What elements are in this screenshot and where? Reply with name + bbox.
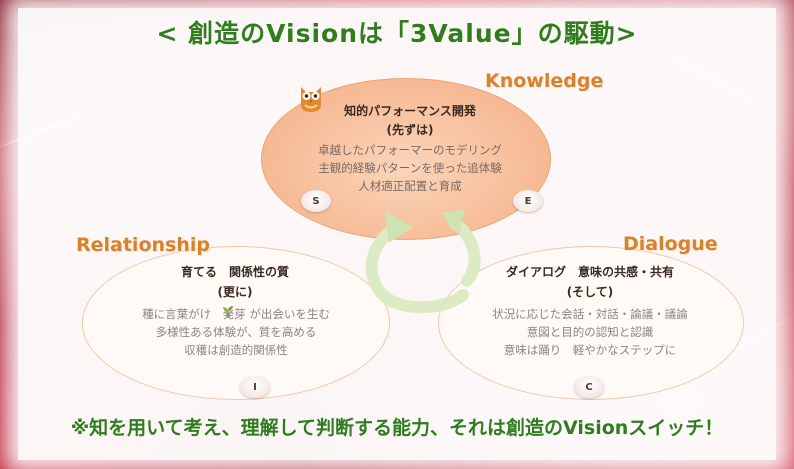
knowledge-heading: 知的パフォーマンス開発 xyxy=(344,104,476,118)
relationship-line: 種に言葉がけ 発芽 が出会いを生む xyxy=(142,307,330,321)
badge-c: C xyxy=(574,376,604,398)
knowledge-line: 卓越したパフォーマーのモデリング xyxy=(318,143,502,157)
dialogue-line: 意味は踊り 軽やかなステップに xyxy=(503,343,677,357)
relationship-label: Relationship xyxy=(76,234,210,256)
dialogue-line: 意図と目的の認知と認識 xyxy=(526,325,654,339)
dialogue-subheading: (そして) xyxy=(566,285,614,299)
knowledge-label: Knowledge xyxy=(485,70,604,92)
relationship-subheading: (更に) xyxy=(217,285,253,299)
page-title: < 創造のVisionは「3Value」の駆動> xyxy=(156,19,638,48)
relationship-heading: 育てる 関係性の質 xyxy=(180,265,289,279)
relationship-ellipse xyxy=(82,246,390,400)
dialogue-heading: ダイアログ 意味の共感・共有 xyxy=(505,265,674,279)
dialogue-label: Dialogue xyxy=(623,233,718,255)
knowledge-line: 人材適正配置と育成 xyxy=(358,179,462,193)
dialogue-ellipse xyxy=(438,246,744,400)
footer-note: ※知を用いて考え、理解して判断する能力、それは創造のVisionスイッチ！ xyxy=(70,417,724,439)
badge-s: S xyxy=(301,190,331,212)
badge-e: E xyxy=(513,190,543,212)
knowledge-line: 主観的経験パターンを使った追体験 xyxy=(318,161,502,175)
dialogue-line: 状況に応じた会話・対話・論議・議論 xyxy=(492,307,688,321)
relationship-line: 収穫は創造的関係性 xyxy=(184,343,288,357)
sprout-icon xyxy=(223,306,233,318)
owl-icon xyxy=(301,87,321,112)
badge-i: I xyxy=(240,376,270,398)
cycle-arrows-icon xyxy=(365,209,481,314)
relationship-line: 多様性ある体験が、質を高める xyxy=(155,325,317,339)
knowledge-subheading: (先ずは) xyxy=(386,123,434,137)
